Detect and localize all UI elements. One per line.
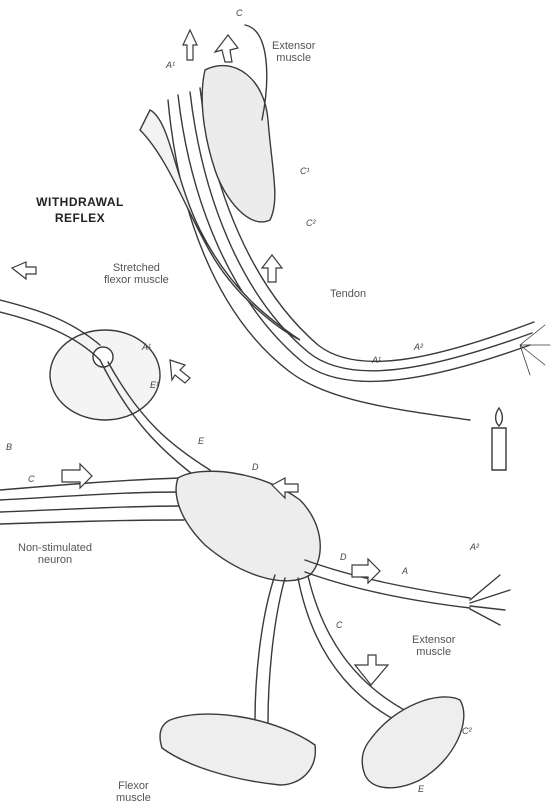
stimulus-rays — [520, 325, 550, 375]
tag-e: E — [198, 436, 204, 446]
tag-a2-tendon: A² — [414, 342, 423, 352]
tag-c2: C² — [306, 218, 316, 228]
label-flexor-line2: muscle — [116, 792, 151, 804]
extensor-muscle-bottom — [362, 697, 464, 788]
tag-d: D — [252, 462, 259, 472]
label-non-stim-line2: neuron — [18, 554, 92, 566]
tag-a2-right: A² — [470, 542, 479, 552]
lower-nerve-bundle — [255, 575, 408, 722]
candle-flame — [496, 408, 503, 426]
label-extensor-muscle-top: Extensor muscle — [272, 40, 315, 64]
tag-a-tendon: A¹ — [372, 355, 381, 365]
label-extensor-bottom-line2: muscle — [412, 646, 455, 658]
title-line-2: REFLEX — [2, 210, 158, 226]
tag-c-left: C — [28, 474, 35, 484]
tag-c-lower: C — [336, 620, 343, 630]
label-flexor-line1: Flexor — [116, 780, 151, 792]
tag-c-top: C — [236, 8, 243, 18]
tag-e-bottom: E — [418, 784, 424, 794]
tag-b-ganglion: B — [6, 442, 12, 452]
candle — [492, 428, 506, 470]
label-tendon: Tendon — [330, 288, 366, 300]
label-stretched-line2: flexor muscle — [104, 274, 169, 286]
tag-c2-lower: C² — [462, 726, 472, 736]
label-stretched-line1: Stretched — [104, 262, 169, 274]
tag-d-lower: D — [340, 552, 347, 562]
label-extensor-bottom-line1: Extensor — [412, 634, 455, 646]
label-stretched-flexor-muscle: Stretched flexor muscle — [104, 262, 169, 286]
spinal-segment — [176, 471, 320, 581]
label-non-stimulated-neuron: Non-stimulated neuron — [18, 542, 92, 566]
tag-a1-ganglion: A¹ — [142, 342, 151, 352]
label-flexor-muscle: Flexor muscle — [116, 780, 151, 804]
label-non-stim-line1: Non-stimulated — [18, 542, 92, 554]
diagram-title: WITHDRAWAL REFLEX — [2, 194, 158, 226]
label-extensor-top-line2: muscle — [272, 52, 315, 64]
tag-a1-top: A¹ — [166, 60, 175, 70]
flexor-muscle — [160, 714, 315, 785]
label-extensor-muscle-bottom: Extensor muscle — [412, 634, 455, 658]
title-line-1: WITHDRAWAL — [2, 194, 158, 210]
tag-c1: C¹ — [300, 166, 310, 176]
tag-e1: E¹ — [150, 380, 159, 390]
tag-a-right: A — [402, 566, 408, 576]
label-extensor-top-line1: Extensor — [272, 40, 315, 52]
